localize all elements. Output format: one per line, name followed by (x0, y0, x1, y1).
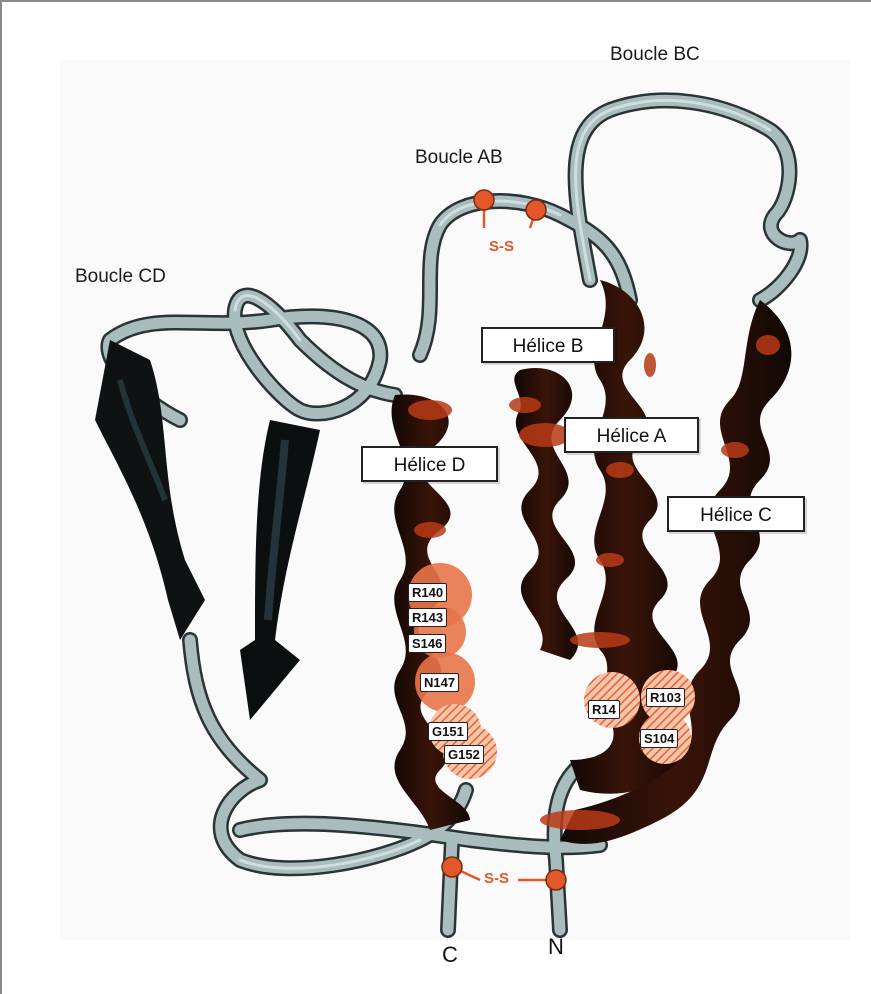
residue-s104-tag: S104 (640, 729, 678, 748)
residue-r14-tag: R14 (588, 700, 620, 719)
loop-cd-label: Boucle CD (75, 266, 166, 288)
residue-n147-tag: N147 (420, 673, 459, 692)
residue-r140-tag: R140 (408, 583, 447, 602)
c-terminus-label: C (442, 942, 458, 968)
n-terminus-label: N (548, 934, 564, 960)
loop-bc-label: Boucle BC (610, 44, 700, 66)
loop-ab-label: Boucle AB (415, 147, 503, 169)
residue-g151-tag: G151 (428, 722, 468, 741)
disulfide-bottom-label: S-S (484, 870, 509, 887)
helix-d-label: Hélice D (361, 446, 498, 482)
residue-s146-tag: S146 (408, 634, 446, 653)
residue-r143-tag: R143 (408, 608, 447, 627)
helix-b-label: Hélice B (481, 327, 615, 363)
helix-a-label: Hélice A (564, 417, 699, 453)
residue-r103-tag: R103 (646, 688, 685, 707)
helix-c-label: Hélice C (667, 496, 805, 532)
residue-g152-tag: G152 (444, 745, 484, 764)
disulfide-top-label: S-S (489, 238, 514, 255)
